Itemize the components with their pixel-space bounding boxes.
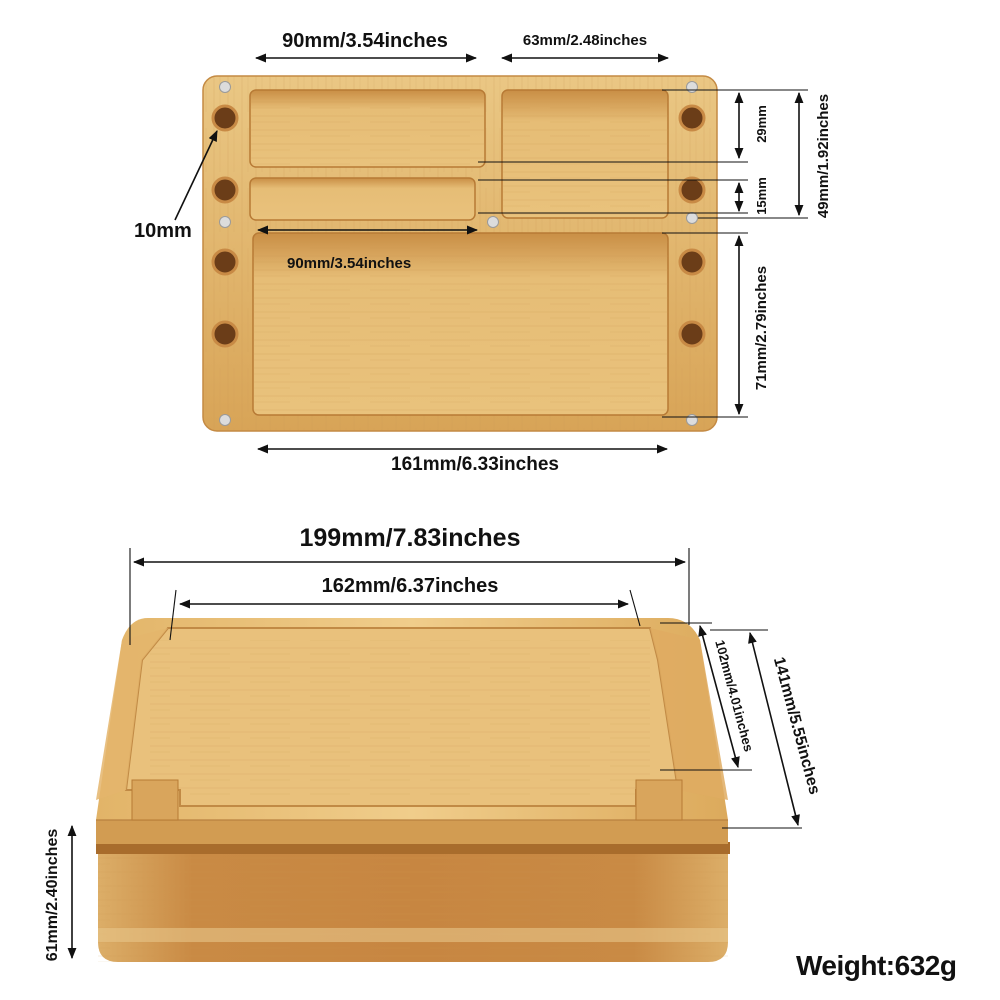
label-top-right-width: 63mm/2.48inches <box>523 32 647 49</box>
top-view-dimensions <box>174 53 808 454</box>
label-bottom-width: 161mm/6.33inches <box>391 454 559 475</box>
compartment-slot <box>249 177 476 221</box>
box-view <box>96 618 730 962</box>
magnets <box>219 81 698 426</box>
label-slot-height: 15mm <box>754 177 769 215</box>
label-outer-depth: 141mm/5.55inches <box>770 655 823 796</box>
box-view-dimensions <box>67 548 802 960</box>
weight-label: Weight:632g <box>796 950 957 981</box>
label-slot-width: 90mm/3.54inches <box>287 255 411 272</box>
label-top-left-width: 90mm/3.54inches <box>282 30 448 52</box>
label-box-height: 61mm/2.40inches <box>44 829 61 962</box>
holder-holes-left <box>211 104 239 348</box>
label-large-height: 71mm/2.79inches <box>753 266 770 390</box>
top-view-tray <box>202 75 718 432</box>
label-right-total-height: 49mm/1.92inches <box>815 94 832 218</box>
holder-holes-right <box>678 104 706 348</box>
label-upper-height: 29mm <box>754 105 769 143</box>
label-tray-inner-width: 162mm/6.37inches <box>322 575 499 597</box>
label-outer-width: 199mm/7.83inches <box>300 524 521 552</box>
label-hole-diameter: 10mm <box>134 220 192 242</box>
